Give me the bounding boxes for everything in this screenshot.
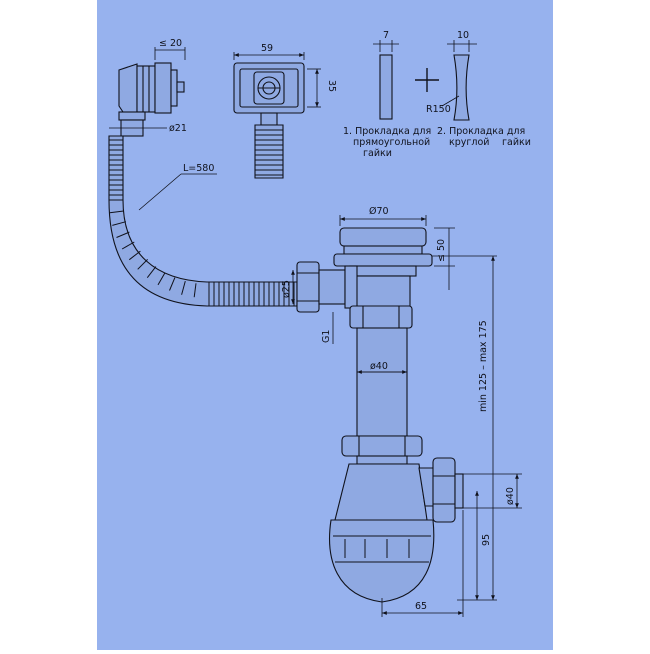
dim-outlet-height: 95 — [481, 534, 492, 546]
dim-hose-diameter: ø21 — [169, 123, 187, 134]
overflow-fitting — [118, 111, 146, 137]
technical-drawing: ≤ 20 59 35 7 10 R150 ø21 L=580 Ø70 ≤ 50 … — [97, 0, 553, 650]
strainer — [333, 227, 433, 309]
hose-rib — [109, 210, 124, 214]
corrugated-hose — [108, 135, 298, 307]
hose-rib — [181, 280, 186, 295]
gasket-1 — [379, 54, 393, 120]
trap-body — [329, 463, 435, 603]
dim-overflow-width: 59 — [261, 43, 273, 54]
note-2-line2: круглой — [449, 137, 489, 148]
upper-nut — [349, 305, 413, 329]
dim-outlet-diameter: ø40 — [505, 487, 516, 505]
hose-rib — [128, 250, 141, 261]
hose-rib — [137, 259, 148, 270]
dim-hose-length: L=580 — [183, 163, 214, 174]
note-2-line3: гайки — [502, 137, 531, 148]
gasket-2 — [453, 54, 470, 121]
dim-gasket2-thickness: 10 — [457, 30, 469, 41]
vertical-tube — [356, 327, 408, 437]
note-1-line2: прямоугольной — [353, 137, 430, 148]
note-1-line3: гайки — [363, 148, 392, 159]
hose-rib — [112, 221, 127, 226]
overflow-front-view — [233, 62, 305, 179]
dim-side-inlet-diameter: ø25 — [281, 280, 292, 298]
notes: 1. Прокладка для прямоугольной гайки 2. … — [343, 126, 531, 159]
dim-gasket1-thickness: 7 — [383, 30, 389, 41]
hose-rib — [169, 277, 176, 291]
plus-icon — [415, 68, 439, 92]
hose-rib — [116, 231, 130, 238]
side-inlet — [296, 261, 358, 313]
dim-strainer-diameter: Ø70 — [369, 206, 389, 217]
dim-overflow-height: 35 — [326, 80, 337, 92]
overflow-side-view — [118, 62, 185, 114]
hose-rib — [121, 241, 135, 250]
hose-rib — [146, 266, 157, 279]
outlet-elbow — [418, 457, 464, 523]
note-1: 1. Прокладка для — [343, 126, 431, 137]
hose-rib — [157, 272, 166, 286]
dim-height-range: min 125 – max 175 — [478, 320, 489, 412]
dim-outlet-offset: 65 — [415, 601, 427, 612]
note-2: 2. Прокладка для — [437, 126, 525, 137]
dim-tube-diameter: ø40 — [370, 361, 388, 372]
dim-gasket2-radius: R150 — [426, 104, 451, 115]
hose-rib — [193, 283, 197, 298]
dim-overflow-offset: ≤ 20 — [159, 38, 182, 49]
drawing-sheet: ≤ 20 59 35 7 10 R150 ø21 L=580 Ø70 ≤ 50 … — [97, 0, 553, 650]
dim-strainer-height: ≤ 50 — [436, 239, 447, 262]
dim-thread: G1 — [321, 330, 332, 343]
